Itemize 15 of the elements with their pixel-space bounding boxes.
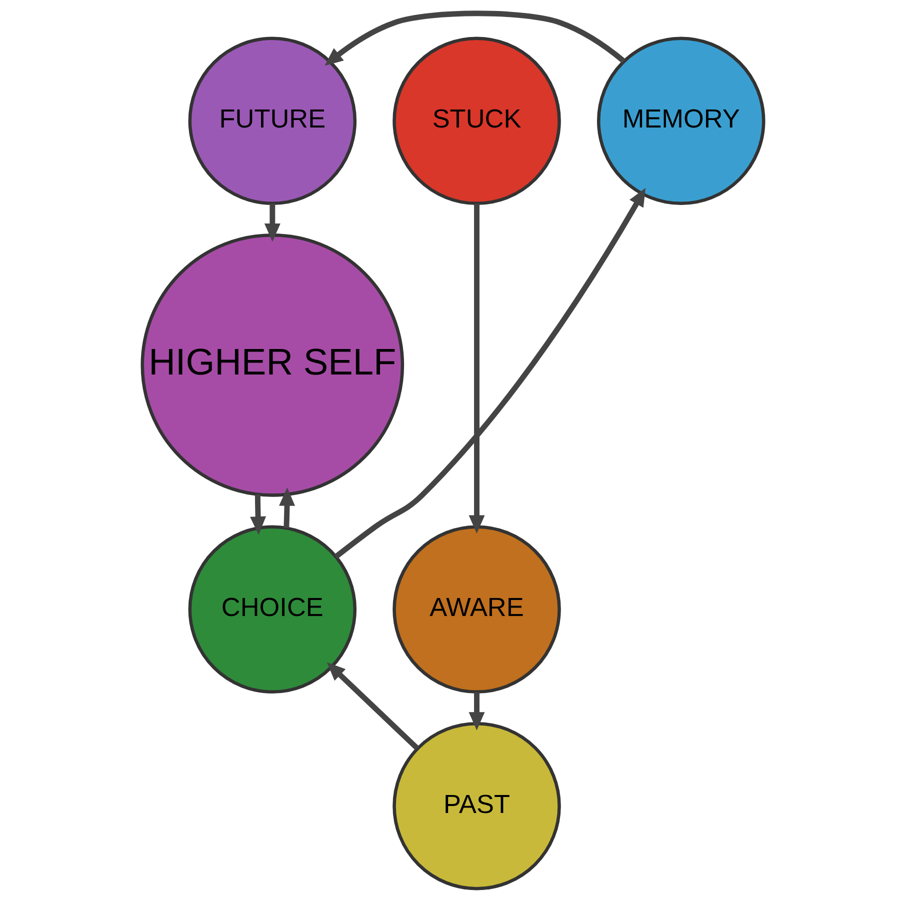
node-circle: STUCK — [392, 36, 560, 205]
arrow — [468, 692, 484, 730]
arrow — [324, 10, 626, 66]
arrow — [326, 662, 419, 750]
node-circle: FUTURE — [188, 36, 356, 205]
arrow — [334, 187, 646, 558]
arrow — [468, 203, 484, 534]
node-circle: HIGHER SELF — [140, 232, 404, 496]
arrow — [250, 494, 266, 534]
node-circle: AWARE — [392, 524, 560, 694]
node-circle: PAST — [392, 721, 560, 890]
node-circle: CHOICE — [188, 524, 356, 694]
node-circle: MEMORY — [596, 36, 765, 205]
arrow — [264, 203, 280, 242]
arrow — [278, 487, 295, 528]
